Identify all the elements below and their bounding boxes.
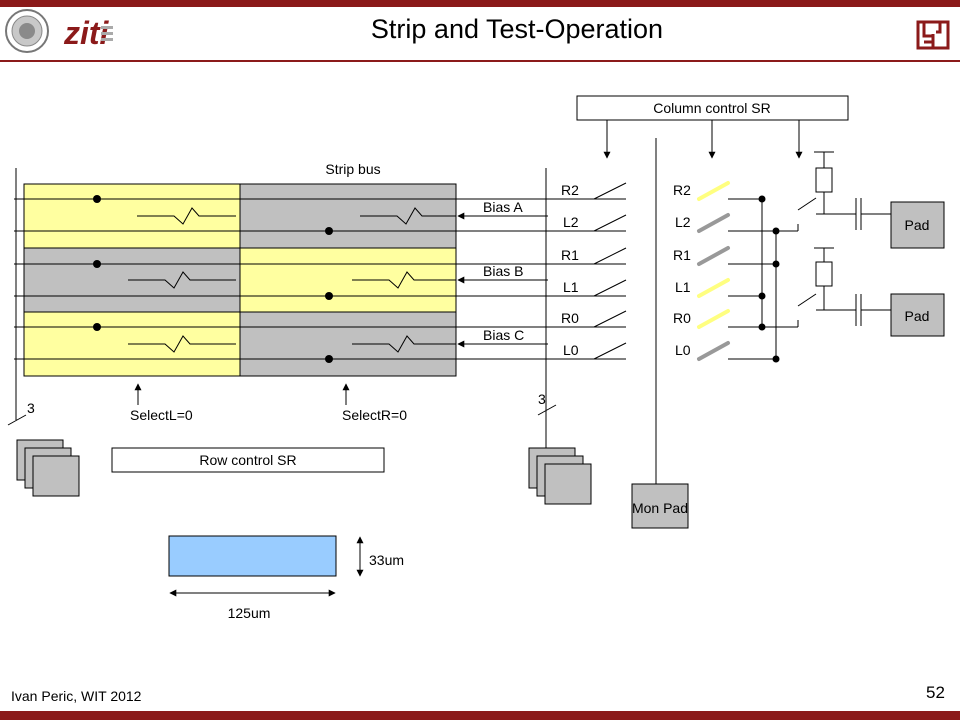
right-dots [758, 195, 780, 363]
university-seal-logo [5, 9, 49, 53]
bias-c-label: Bias C [483, 327, 524, 343]
select-left-label: SelectL=0 [130, 407, 193, 423]
right-switch-label-r0: R0 [673, 310, 691, 326]
page-number: 52 [926, 683, 945, 702]
left-switch-labels: R2 L2 R1 L1 R0 L0 [561, 182, 579, 358]
column-control-sr: Column control SR [576, 95, 849, 121]
slide-title: Strip and Test-Operation [370, 14, 664, 44]
row-control-label: Row control SR [199, 452, 296, 468]
author-footer: Ivan Peric, WIT 2012 [11, 688, 142, 704]
right-wiring [728, 198, 799, 360]
right-chip-stack [528, 447, 592, 505]
right-switch-label-r1: R1 [673, 247, 691, 263]
bus-lines [14, 168, 626, 420]
upper-pad: Pad [890, 201, 945, 249]
left-switches [593, 182, 627, 360]
bias-b-label: Bias B [483, 263, 523, 279]
mid-bus-width-marker [537, 168, 557, 452]
header-rule [0, 60, 960, 62]
right-switch-label-l1: L1 [675, 279, 691, 295]
bias-arrows [457, 212, 548, 348]
maze-logo [916, 20, 950, 50]
column-control-arrows [603, 120, 803, 159]
top-brand-bar [0, 0, 960, 7]
switch-label-l0: L0 [563, 342, 579, 358]
right-switches [697, 181, 730, 361]
select-arrows [134, 383, 350, 405]
switch-label-r0: R0 [561, 310, 579, 326]
row-control-sr: Row control SR [111, 447, 385, 473]
strip-bus-label: Strip bus [325, 161, 380, 177]
pixel-size-rect [168, 535, 337, 577]
bias-a-label: Bias A [483, 199, 523, 215]
right-switch-label-l2: L2 [675, 214, 691, 230]
left-bus-width: 3 [27, 400, 35, 416]
left-bus-width-marker [7, 414, 27, 426]
switch-label-r2: R2 [561, 182, 579, 198]
height-dimension-label: 33um [369, 552, 404, 568]
lower-pad-circuit [797, 247, 891, 326]
switch-label-l2: L2 [563, 214, 579, 230]
width-dimension-label: 125um [228, 605, 271, 621]
switch-label-l1: L1 [563, 279, 579, 295]
left-chip-stack [16, 439, 80, 497]
lower-pad-label: Pad [905, 308, 930, 324]
mid-bus-width: 3 [538, 391, 546, 407]
mon-pad: Mon Pad [631, 483, 689, 529]
lower-pad: Pad [890, 293, 945, 337]
strip-resistors [128, 207, 456, 353]
mon-pad-label: Mon Pad [632, 500, 688, 516]
upper-pad-circuit [797, 151, 891, 230]
connection-dots [93, 195, 333, 363]
upper-pad-label: Pad [905, 217, 930, 233]
switch-label-r1: R1 [561, 247, 579, 263]
bottom-brand-bar [0, 711, 960, 720]
right-switch-label-l0: L0 [675, 342, 691, 358]
right-switch-label-r2: R2 [673, 182, 691, 198]
right-switch-labels: R2 L2 R1 L1 R0 L0 [673, 182, 691, 358]
ziti-logo-bars [101, 26, 113, 41]
select-right-label: SelectR=0 [342, 407, 407, 423]
strip-cells [23, 183, 457, 377]
column-control-label: Column control SR [653, 100, 771, 116]
